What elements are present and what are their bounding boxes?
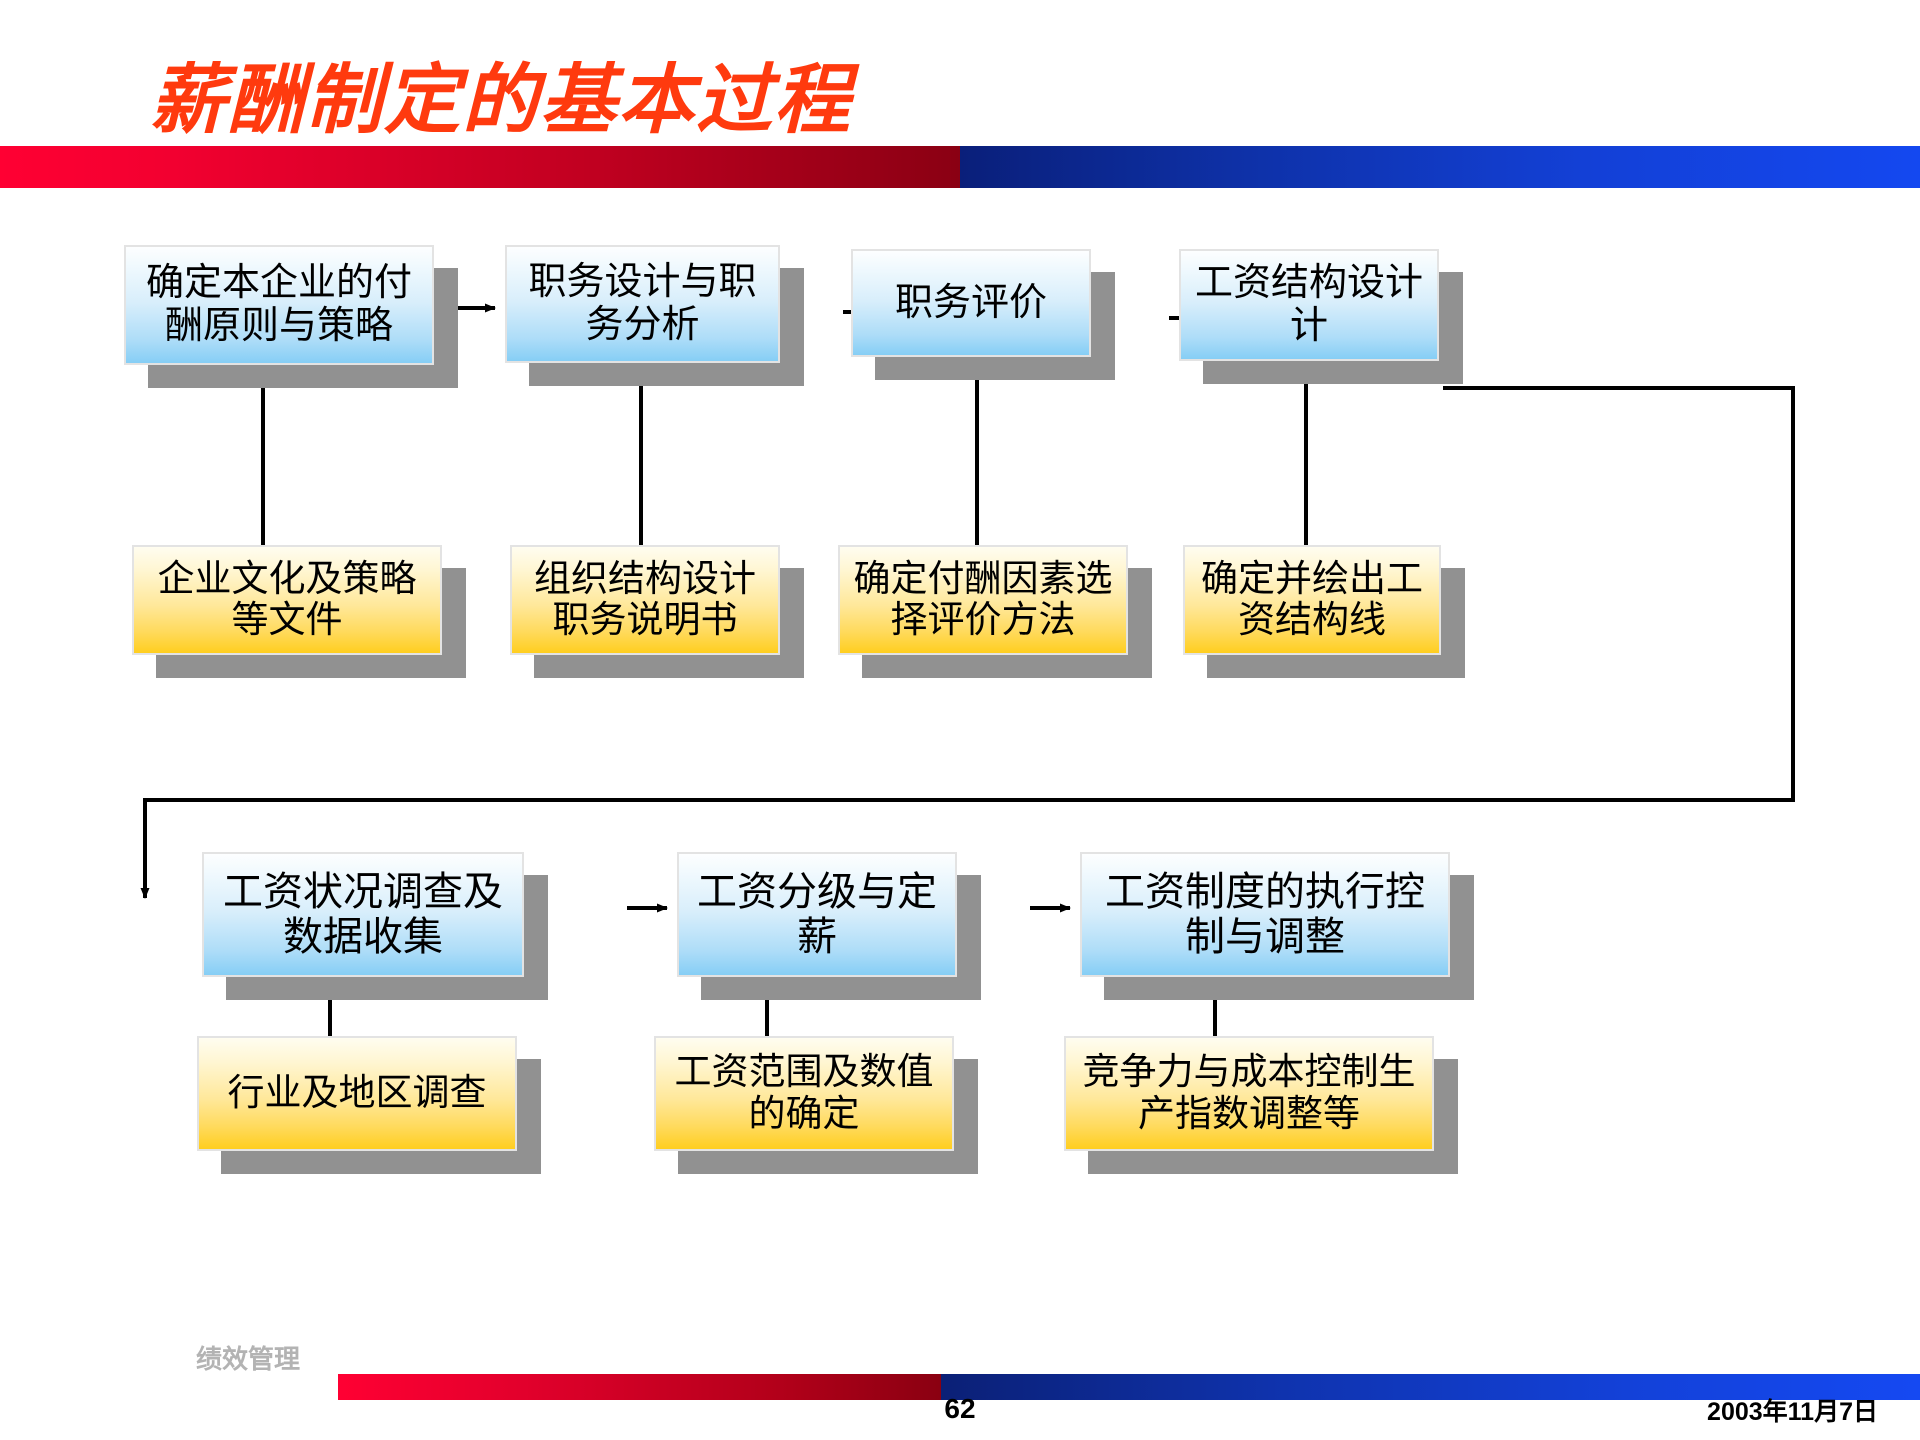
flow-node-label: 行业及地区调查 [227,1072,487,1114]
flow-node-label: 确定本企业的付酬原则与策略 [145,262,412,347]
flow-node-label: 组织结构设计职务说明书 [534,558,756,641]
footer-accent-red [338,1374,941,1400]
flow-node-step-2[interactable]: 职务设计与职务分析 [505,245,780,363]
flow-node-step-4[interactable]: 工资结构设计计 [1179,249,1439,361]
flow-node-output-6[interactable]: 工资范围及数值的确定 [654,1036,954,1151]
flow-node-output-5[interactable]: 行业及地区调查 [197,1036,517,1151]
flow-node-label: 工资状况调查及数据收集 [223,868,503,959]
header-accent-blue [960,146,1920,188]
header-accent-red [0,146,960,188]
flow-node-step-6[interactable]: 工资分级与定薪 [677,852,957,977]
flow-node-step-3[interactable]: 职务评价 [851,249,1091,357]
page-title: 薪酬制定的基本过程 [150,58,852,143]
slide-date: 2003年11月7日 [1707,1398,1878,1426]
flow-node-label: 工资制度的执行控制与调整 [1105,868,1425,959]
flow-node-output-4[interactable]: 确定并绘出工资结构线 [1183,545,1441,655]
flow-node-label: 确定并绘出工资结构线 [1201,558,1423,641]
flow-node-step-7[interactable]: 工资制度的执行控制与调整 [1080,852,1450,977]
flow-node-label: 工资分级与定薪 [697,868,937,959]
flow-node-label: 工资结构设计计 [1194,262,1423,347]
header-accent-bar [0,146,1920,188]
flow-node-step-1[interactable]: 确定本企业的付酬原则与策略 [124,245,434,365]
footer-accent-bar [338,1374,1920,1400]
footer-label: 绩效管理 [196,1344,301,1374]
flow-node-label: 工资范围及数值的确定 [674,1052,934,1135]
flow-node-label: 确定付酬因素选择评价方法 [853,558,1113,641]
page-number: 62 [944,1393,976,1424]
flow-node-label: 职务设计与职务分析 [528,261,757,346]
flow-node-label: 职务评价 [894,281,1047,324]
footer-accent-blue [941,1374,1920,1400]
flow-node-output-7[interactable]: 竞争力与成本控制生产指数调整等 [1064,1036,1434,1151]
flow-node-step-5[interactable]: 工资状况调查及数据收集 [202,852,524,977]
flow-node-output-1[interactable]: 企业文化及策略等文件 [132,545,442,655]
flow-node-label: 竞争力与成本控制生产指数调整等 [1082,1052,1416,1135]
flow-node-output-3[interactable]: 确定付酬因素选择评价方法 [838,545,1128,655]
flow-node-output-2[interactable]: 组织结构设计职务说明书 [510,545,780,655]
flow-node-label: 企业文化及策略等文件 [157,558,417,641]
